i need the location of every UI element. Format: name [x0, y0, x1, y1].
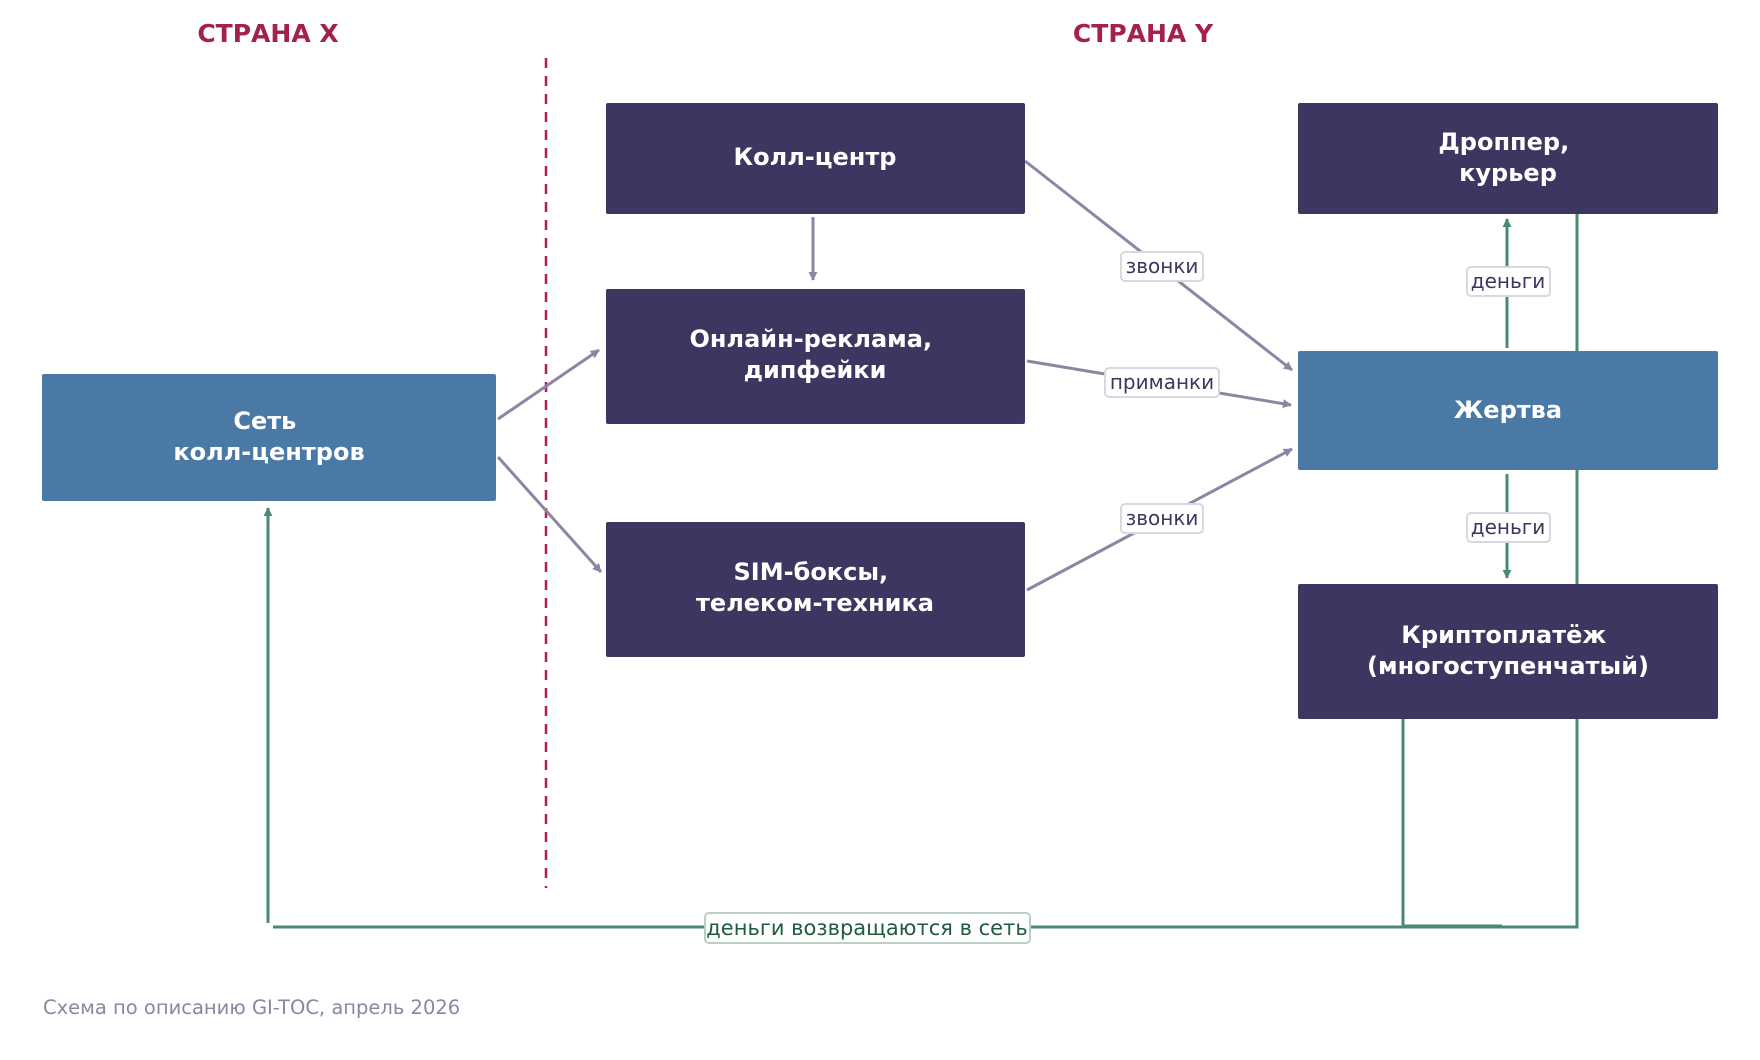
node-call-center-network-text: Сеть колл-центров [173, 407, 364, 466]
money-return-line-dropper [1402, 212, 1579, 929]
node-call-center-network-line-1: Сеть [233, 407, 296, 435]
node-dropper-courier-box [1298, 103, 1718, 214]
money-return-line-crypto [1401, 716, 1502, 928]
node-call-center: Колл-центр [606, 103, 1025, 214]
label-money-up-text: деньги [1471, 269, 1546, 293]
label-lures-text: приманки [1110, 370, 1214, 394]
node-online-ads: Онлайн-реклама, дипфейки [606, 289, 1025, 424]
node-crypto-payment-line-2: (многоступенчатый) [1367, 652, 1649, 680]
node-call-center-network-box [42, 374, 496, 501]
node-dropper-courier: Дроппер, курьер [1298, 103, 1718, 214]
label-calls-top: звонки [1120, 251, 1204, 282]
edge-network-to-ads [497, 348, 600, 421]
node-sim-boxes: SIM-боксы, телеком-техника [606, 522, 1025, 657]
node-crypto-payment-box [1298, 584, 1718, 719]
node-crypto-payment-text: Криптоплатёж (многоступенчатый) [1367, 621, 1649, 680]
node-dropper-courier-line-1: Дроппер, [1438, 128, 1569, 156]
source-caption: Схема по описанию GI-TOC, апрель 2026 [43, 996, 460, 1019]
node-online-ads-text: Онлайн-реклама, дипфейки [690, 325, 941, 384]
label-calls-bottom-text: звонки [1126, 506, 1199, 530]
node-call-center-text: Колл-центр [734, 143, 897, 171]
node-online-ads-box [606, 289, 1025, 424]
node-crypto-payment-line-1: Криптоплатёж [1401, 621, 1606, 649]
node-crypto-payment: Криптоплатёж (многоступенчатый) [1298, 584, 1718, 719]
node-victim-line-1: Жертва [1454, 396, 1562, 424]
node-sim-boxes-box [606, 522, 1025, 657]
label-calls-bottom: звонки [1120, 503, 1204, 534]
country-y-label: СТРАНА Y [1073, 19, 1214, 48]
node-victim-text: Жертва [1454, 396, 1562, 424]
node-call-center-network: Сеть колл-центров [42, 374, 496, 501]
label-lures: приманки [1104, 367, 1220, 398]
label-money-down-text: деньги [1471, 515, 1546, 539]
label-money-return-text: деньги возвращаются в сеть [706, 916, 1027, 940]
node-sim-boxes-line-1: SIM-боксы, [734, 558, 889, 586]
node-victim-box [1298, 351, 1718, 470]
node-sim-boxes-text: SIM-боксы, телеком-техника [696, 558, 934, 617]
label-calls-top-text: звонки [1126, 254, 1199, 278]
label-money-return: деньги возвращаются в сеть [704, 912, 1031, 944]
node-call-center-line-1: Колл-центр [734, 143, 897, 171]
node-dropper-courier-text: Дроппер, курьер [1438, 128, 1577, 187]
label-money-up: деньги [1466, 266, 1551, 297]
label-money-down: деньги [1466, 512, 1551, 543]
node-online-ads-line-1: Онлайн-реклама, [690, 325, 933, 353]
node-dropper-courier-line-2: курьер [1459, 159, 1557, 187]
node-call-center-box [606, 103, 1025, 214]
node-sim-boxes-line-2: телеком-техника [696, 589, 934, 617]
node-online-ads-line-2: дипфейки [744, 356, 887, 384]
node-call-center-network-line-2: колл-центров [173, 438, 364, 466]
country-x-label: СТРАНА X [197, 19, 338, 48]
edge-network-to-sim [496, 455, 603, 574]
node-victim: Жертва [1298, 351, 1718, 470]
